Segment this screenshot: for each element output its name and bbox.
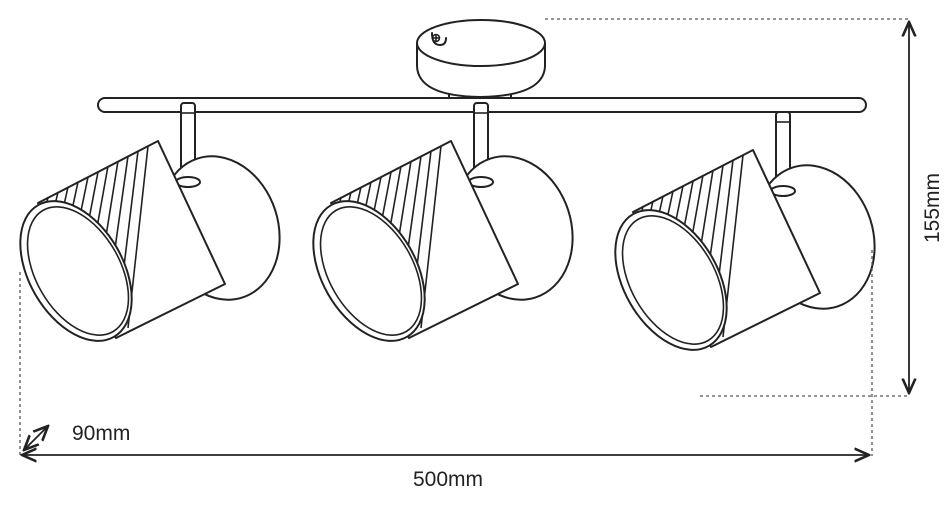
spotlight-left — [0, 102, 299, 362]
depth-label: 90mm — [72, 422, 130, 445]
width-dimension — [19, 250, 873, 456]
depth-dimension-arrow — [24, 426, 48, 450]
ceiling-canopy — [416, 19, 546, 107]
spotlight-middle — [289, 102, 592, 362]
width-label: 500mm — [413, 468, 483, 491]
spotlight-right — [591, 111, 894, 371]
height-label: 155mm — [921, 173, 944, 243]
height-dimension — [545, 18, 910, 397]
